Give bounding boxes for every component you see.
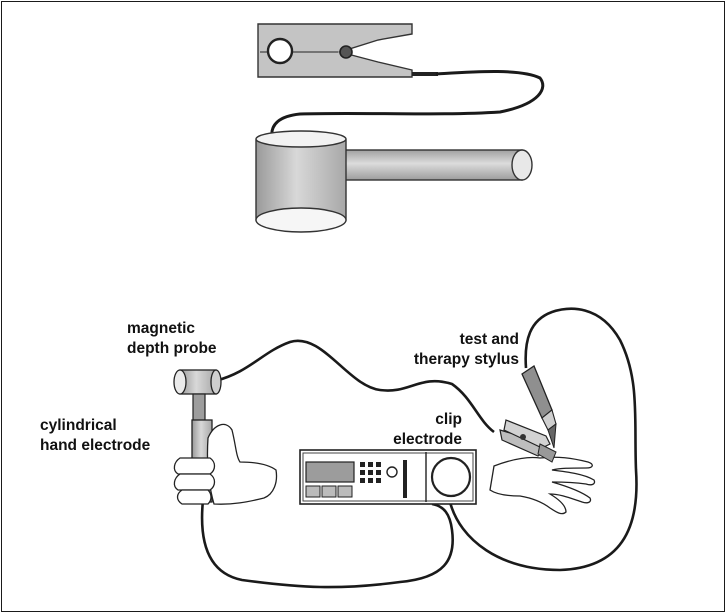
- clip-electrode: [499, 419, 557, 463]
- clip-pivot-icon: [339, 45, 353, 59]
- label-cylindrical-hand-electrode: cylindrical hand electrode: [40, 417, 151, 454]
- display-screen: [305, 461, 355, 483]
- test-therapy-stylus: [521, 365, 557, 449]
- dial-icon: [430, 456, 472, 498]
- control-unit: [299, 449, 477, 505]
- keypad-icon: [360, 462, 381, 483]
- label-magnetic-depth-probe: magnetic depth probe: [127, 320, 217, 357]
- hand-electrode-cable: [200, 499, 455, 589]
- clip-electrode-enlarged: [257, 23, 438, 78]
- left-hand: [173, 423, 278, 505]
- knob-icon: [386, 466, 398, 478]
- right-hand: [489, 456, 596, 515]
- stylus-cable: [448, 307, 638, 572]
- label-clip-electrode: clip electrode: [393, 411, 462, 448]
- top-cable: [270, 70, 545, 139]
- magnetic-depth-probe-enlarged: [255, 130, 533, 233]
- magnetic-depth-probe: [173, 369, 222, 423]
- label-test-and-therapy-stylus: test and therapy stylus: [413, 331, 519, 368]
- probe-cable: [214, 339, 495, 434]
- clip-ring-icon: [266, 37, 294, 65]
